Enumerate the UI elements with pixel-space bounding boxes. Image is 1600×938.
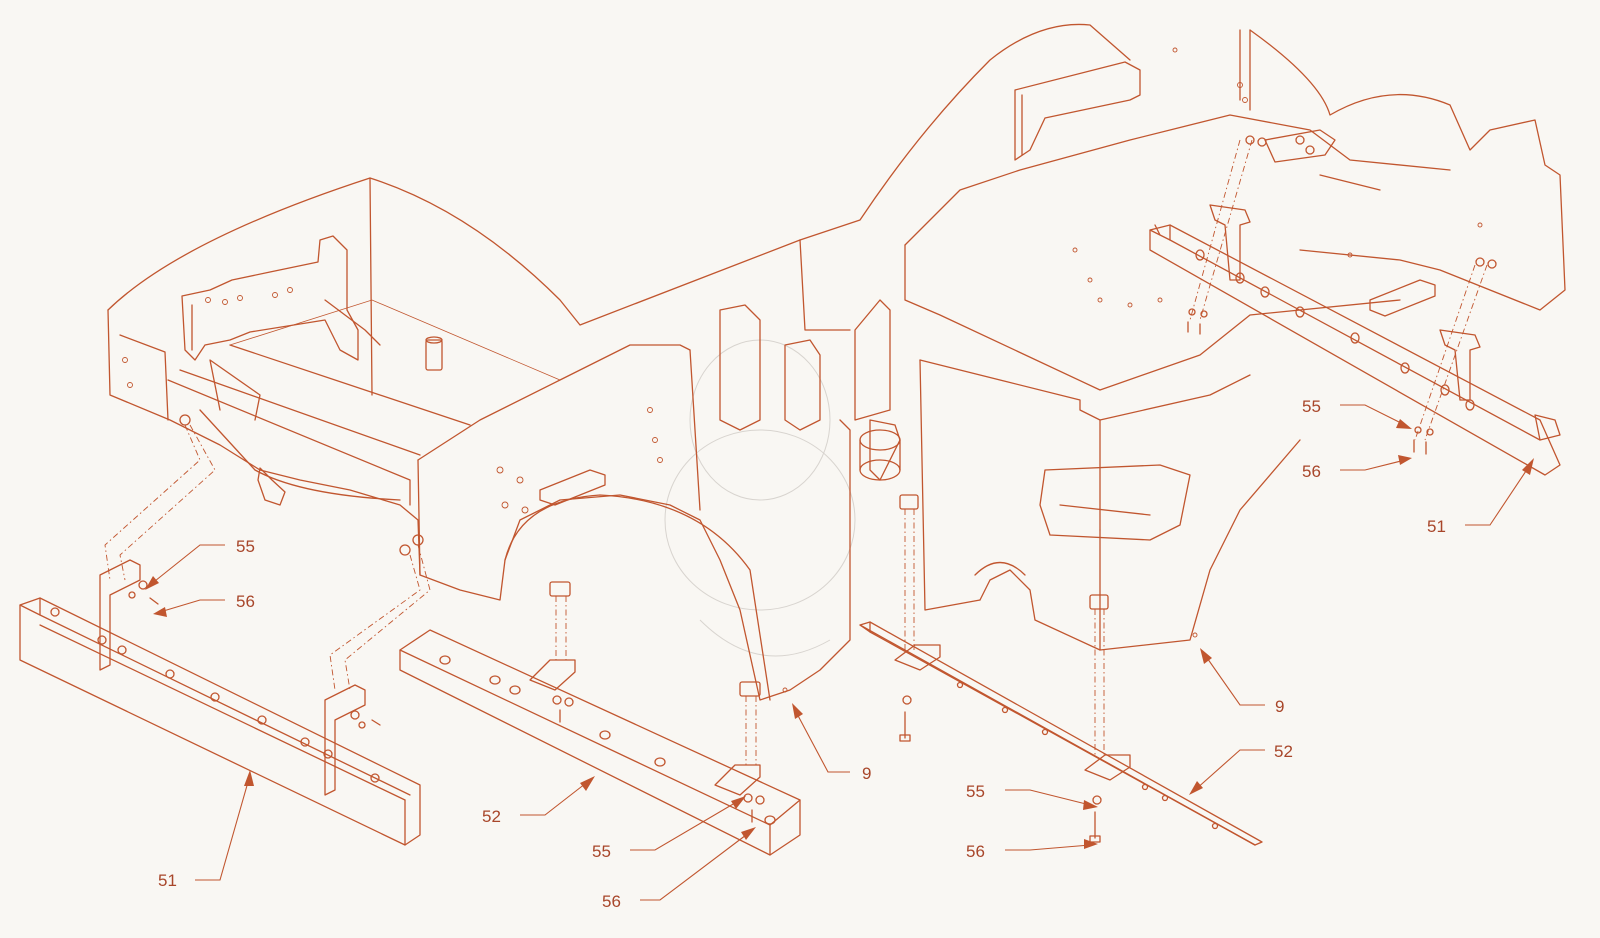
svg-text:51: 51 bbox=[1427, 517, 1446, 536]
svg-text:9: 9 bbox=[862, 764, 871, 783]
callout-55-right: 55 bbox=[966, 782, 1098, 810]
svg-text:9: 9 bbox=[1275, 697, 1284, 716]
callout-9-right: 9 bbox=[1200, 648, 1284, 716]
callout-56-upright: 56 bbox=[1302, 455, 1412, 481]
callout-51-right: 51 bbox=[1427, 458, 1534, 536]
callout-56-right: 56 bbox=[966, 839, 1098, 861]
callout-52-right: 52 bbox=[1189, 742, 1293, 795]
left-dashed-leaders bbox=[104, 424, 431, 691]
left-skid-bar bbox=[19, 559, 421, 846]
callout-51-left: 51 bbox=[158, 770, 254, 890]
callout-55-upright: 55 bbox=[1302, 397, 1412, 429]
svg-text:55: 55 bbox=[966, 782, 985, 801]
right-bar-holes bbox=[1195, 249, 1475, 411]
svg-text:51: 51 bbox=[158, 871, 177, 890]
svg-text:52: 52 bbox=[1274, 742, 1293, 761]
callouts: 51 52 55 56 55 56 bbox=[145, 397, 1534, 911]
svg-text:56: 56 bbox=[236, 592, 255, 611]
svg-text:56: 56 bbox=[966, 842, 985, 861]
svg-text:55: 55 bbox=[1302, 397, 1321, 416]
panel-holes bbox=[122, 287, 788, 693]
lower-right-bar-holes bbox=[956, 681, 1219, 830]
svg-text:55: 55 bbox=[236, 537, 255, 556]
right-skid-bar bbox=[1149, 135, 1561, 476]
right-body-panel bbox=[799, 23, 1566, 651]
svg-text:56: 56 bbox=[602, 892, 621, 911]
lower-right-skid-bar bbox=[859, 494, 1263, 846]
svg-text:56: 56 bbox=[1302, 462, 1321, 481]
callout-56-mid: 56 bbox=[602, 827, 756, 911]
bar-bolts bbox=[50, 607, 380, 783]
callout-9-mid: 9 bbox=[792, 703, 871, 783]
center-mechanism bbox=[719, 299, 901, 481]
callout-55-mid: 55 bbox=[592, 796, 746, 861]
right-panel-holes bbox=[1072, 47, 1483, 638]
left-body-panel bbox=[107, 177, 851, 701]
svg-text:52: 52 bbox=[482, 807, 501, 826]
callout-56-left: 56 bbox=[153, 592, 255, 617]
callout-55-left: 55 bbox=[145, 537, 255, 590]
middle-skid-bar bbox=[399, 581, 801, 856]
callout-52-mid: 52 bbox=[482, 776, 595, 826]
svg-text:55: 55 bbox=[592, 842, 611, 861]
